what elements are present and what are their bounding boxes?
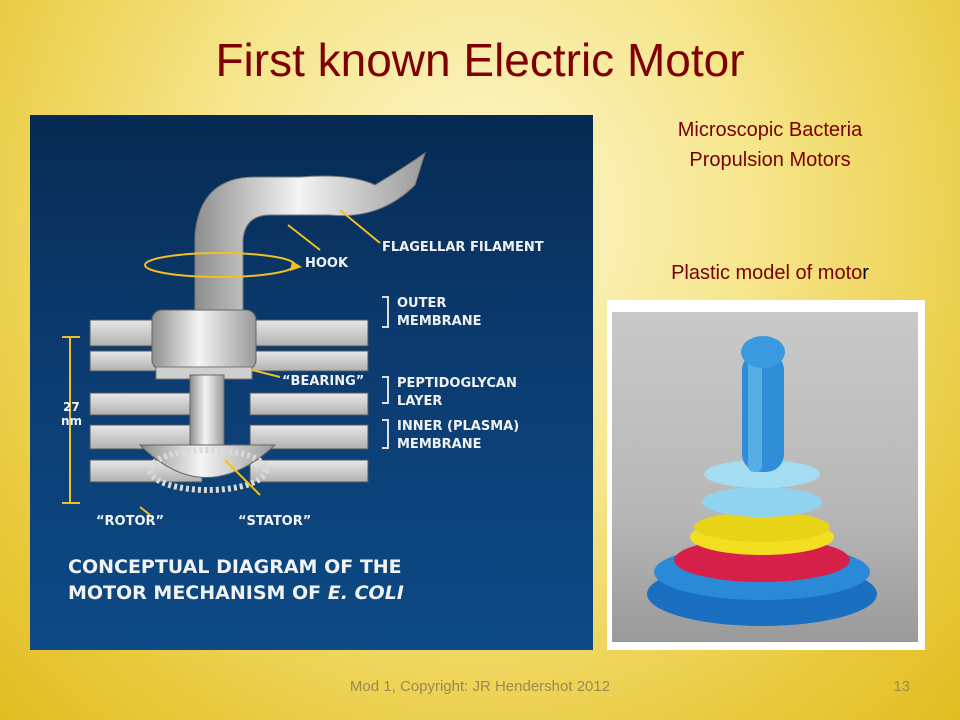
pepti-right: [249, 392, 369, 416]
outer-membrane-right-2: [249, 350, 369, 372]
leader-filament: [339, 209, 381, 244]
diagram-caption-2a: MOTOR MECHANISM OF: [68, 582, 328, 604]
flagellar-filament: [194, 151, 426, 316]
motor-shaft: [189, 374, 225, 446]
bracket-inner: [382, 419, 389, 449]
outer-membrane-right: [249, 319, 369, 347]
label-inner-1: INNER (PLASMA): [397, 419, 519, 434]
rotation-arrowhead: [290, 261, 302, 271]
label-rotor: “ROTOR”: [96, 514, 164, 529]
bearing-collar: [151, 309, 257, 371]
bracket-pepti: [382, 376, 389, 404]
label-stator: “STATOR”: [238, 514, 311, 529]
slide-footer: Mod 1, Copyright: JR Hendershot 2012: [349, 678, 611, 695]
label-bearing: “BEARING”: [282, 374, 364, 389]
label-pepti-2: LAYER: [397, 394, 442, 409]
label-pepti-1: PEPTIDOGLYCAN: [397, 376, 517, 391]
caption-plastic-model: Plastic model of motor: [620, 258, 920, 288]
motor-diagram-svg: HOOK FLAGELLAR FILAMENT OUTER MEMBRANE “…: [61, 151, 544, 604]
leader-rotor: [139, 506, 151, 516]
rotor-disk: [138, 444, 277, 478]
caption-model-end: r: [862, 262, 869, 284]
label-filament: FLAGELLAR FILAMENT: [382, 240, 544, 255]
motor-diagram: HOOK FLAGELLAR FILAMENT OUTER MEMBRANE “…: [30, 115, 593, 650]
label-size-2: nm: [61, 414, 82, 428]
caption-line-2: Propulsion Motors: [689, 149, 851, 171]
bracket-outer: [382, 296, 389, 328]
label-outer-2: MEMBRANE: [397, 314, 482, 329]
label-hook: HOOK: [305, 256, 349, 271]
page-number: 13: [893, 678, 910, 695]
model-lightblue-ring-1: [702, 487, 822, 517]
caption-model-main: Plastic model of moto: [671, 262, 863, 284]
model-photo-svg: [647, 336, 877, 626]
leader-stator: [224, 459, 261, 496]
leader-hook: [287, 224, 321, 251]
diagram-caption-1: CONCEPTUAL DIAGRAM OF THE: [68, 556, 402, 578]
model-column-top: [741, 336, 785, 368]
model-photo: [612, 312, 918, 642]
model-column-highlight: [748, 352, 762, 472]
slide-title: First known Electric Motor: [215, 34, 745, 86]
diagram-caption-2b: E. COLI: [328, 582, 404, 604]
diagram-caption-2: MOTOR MECHANISM OF E. COLI: [68, 582, 404, 604]
label-size-1: 27: [63, 400, 80, 414]
pepti-left: [89, 392, 203, 416]
label-outer-1: OUTER: [397, 296, 446, 311]
inner-right-2: [249, 459, 369, 483]
caption-line-1: Microscopic Bacteria: [677, 119, 863, 141]
model-lightblue-ring-2: [704, 460, 820, 488]
rotor-gear: [147, 447, 269, 493]
model-yellow-ring-top: [694, 512, 830, 542]
leader-bearing: [251, 369, 281, 378]
label-inner-2: MEMBRANE: [397, 437, 482, 452]
caption-bacteria: Microscopic Bacteria Propulsion Motors: [610, 115, 930, 175]
